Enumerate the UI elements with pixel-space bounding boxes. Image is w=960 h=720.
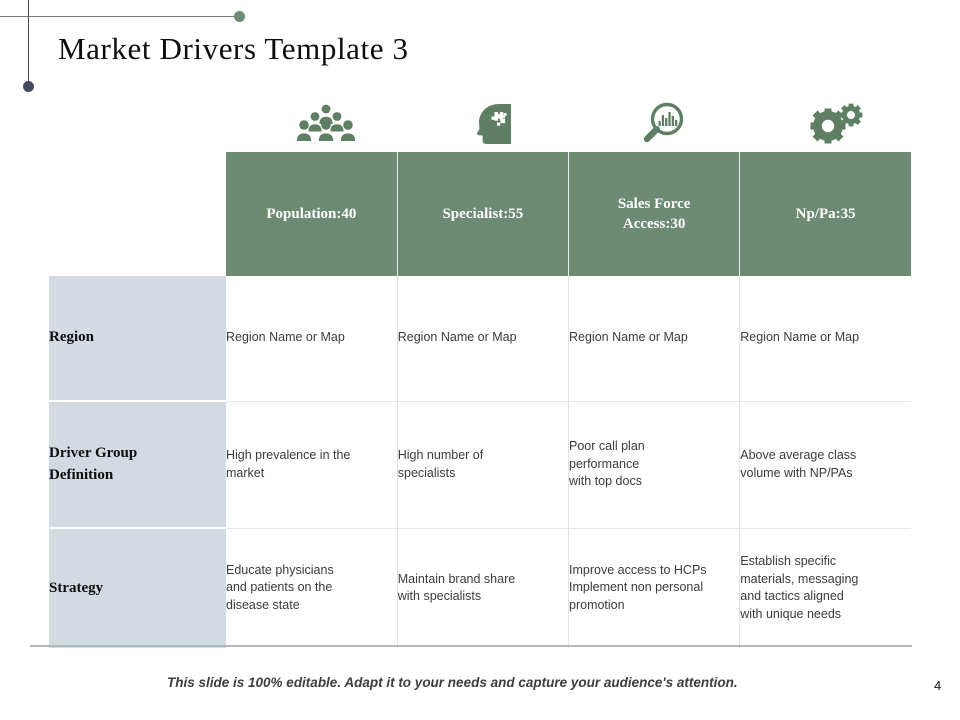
table-row-strategy: Strategy Educate physicians and patients… (49, 528, 911, 648)
row-label-strategy: Strategy (49, 528, 226, 648)
cell-line: Region Name or Map (226, 330, 345, 345)
magnifier-bar-chart-icon (603, 98, 723, 150)
head-brain-puzzle-icon (435, 98, 555, 150)
cell-line: with specialists (397, 589, 482, 604)
table-bottom-rule (30, 645, 912, 647)
column-header-population: Population:40 (226, 152, 398, 276)
cell-line: High prevalence in the (226, 447, 351, 462)
cell-line: and patients on the (226, 580, 333, 595)
row-label-line: Definition (49, 466, 114, 483)
column-header-np-pa: Np/Pa:35 (739, 152, 911, 276)
cell-region-np-pa: Region Name or Map (739, 276, 911, 402)
cell-region-specialist: Region Name or Map (397, 276, 570, 402)
cell-driver-sales-force-access: Poor call plan performance with top docs (568, 401, 741, 529)
column-header-line: Specialist:55 (442, 205, 524, 222)
cell-strategy-sales-force-access: Improve access to HCPs Implement non per… (568, 528, 741, 648)
cell-strategy-specialist: Maintain brand share with specialists (397, 528, 570, 648)
decorative-vertical-line (28, 0, 29, 86)
market-drivers-table: Population:40 Specialist:55 Sales Force … (49, 152, 911, 648)
cell-driver-population: High prevalence in the market (226, 401, 398, 529)
page-number: 4 (934, 678, 942, 693)
cell-line: Region Name or Map (397, 330, 517, 345)
cell-strategy-population: Educate physicians and patients on the d… (226, 528, 398, 648)
cell-line: Maintain brand share (397, 571, 516, 586)
people-group-icon (266, 98, 386, 150)
cell-line: with unique needs (740, 607, 842, 621)
column-header-sales-force-access: Sales Force Access:30 (568, 152, 741, 276)
cell-line: Region Name or Map (569, 330, 688, 345)
cell-line: Establish specific (740, 553, 837, 568)
cell-line: Improve access to HCPs (569, 562, 707, 577)
cell-driver-np-pa: Above average class volume with NP/PAs (739, 401, 911, 529)
row-label-line: Driver Group (49, 444, 138, 461)
row-label-driver-group-definition: Driver Group Definition (49, 401, 226, 529)
table-row-driver-group-definition: Driver Group Definition High prevalence … (49, 401, 911, 529)
cell-line: promotion (569, 598, 625, 613)
column-header-line: Access:30 (622, 216, 686, 232)
cell-line: materials, messaging (740, 571, 859, 586)
column-header-line: Sales Force (617, 195, 691, 212)
column-header-specialist: Specialist:55 (397, 152, 570, 276)
cell-line: Region Name or Map (740, 330, 860, 345)
cell-line: and tactics aligned (740, 589, 844, 604)
cell-line: performance (569, 456, 640, 471)
row-label-line: Strategy (49, 579, 104, 596)
column-header-line: Population:40 (266, 205, 357, 222)
cell-line: Above average class (740, 447, 857, 462)
cell-line: Poor call plan (569, 438, 645, 453)
cell-line: disease state (226, 598, 300, 613)
cell-region-population: Region Name or Map (226, 276, 398, 402)
cell-region-sales-force-access: Region Name or Map (568, 276, 741, 402)
cell-line: volume with NP/PAs (740, 465, 853, 480)
cell-line: Educate physicians (226, 562, 334, 577)
row-label-line: Region (49, 329, 94, 346)
cell-line: Implement non personal (569, 580, 704, 595)
decorative-green-dot (234, 11, 245, 22)
decorative-navy-dot (23, 81, 34, 92)
table-corner-cell (49, 152, 226, 276)
cell-line: specialists (397, 465, 456, 480)
decorative-horizontal-line (0, 16, 238, 17)
footer-note: This slide is 100% editable. Adapt it to… (167, 675, 738, 690)
cell-line: with top docs (569, 474, 642, 489)
row-label-region: Region (49, 276, 226, 402)
cell-driver-specialist: High number of specialists (397, 401, 570, 529)
cell-line: High number of (397, 447, 484, 462)
gears-icon (775, 98, 895, 150)
column-header-line: Np/Pa:35 (795, 205, 856, 222)
table-header-row: Population:40 Specialist:55 Sales Force … (49, 152, 911, 276)
page-title: Market Drivers Template 3 (58, 31, 409, 66)
cell-strategy-np-pa: Establish specific materials, messaging … (739, 528, 911, 648)
cell-line: market (226, 465, 265, 480)
table-row-region: Region Region Name or Map Region Name or… (49, 276, 911, 402)
